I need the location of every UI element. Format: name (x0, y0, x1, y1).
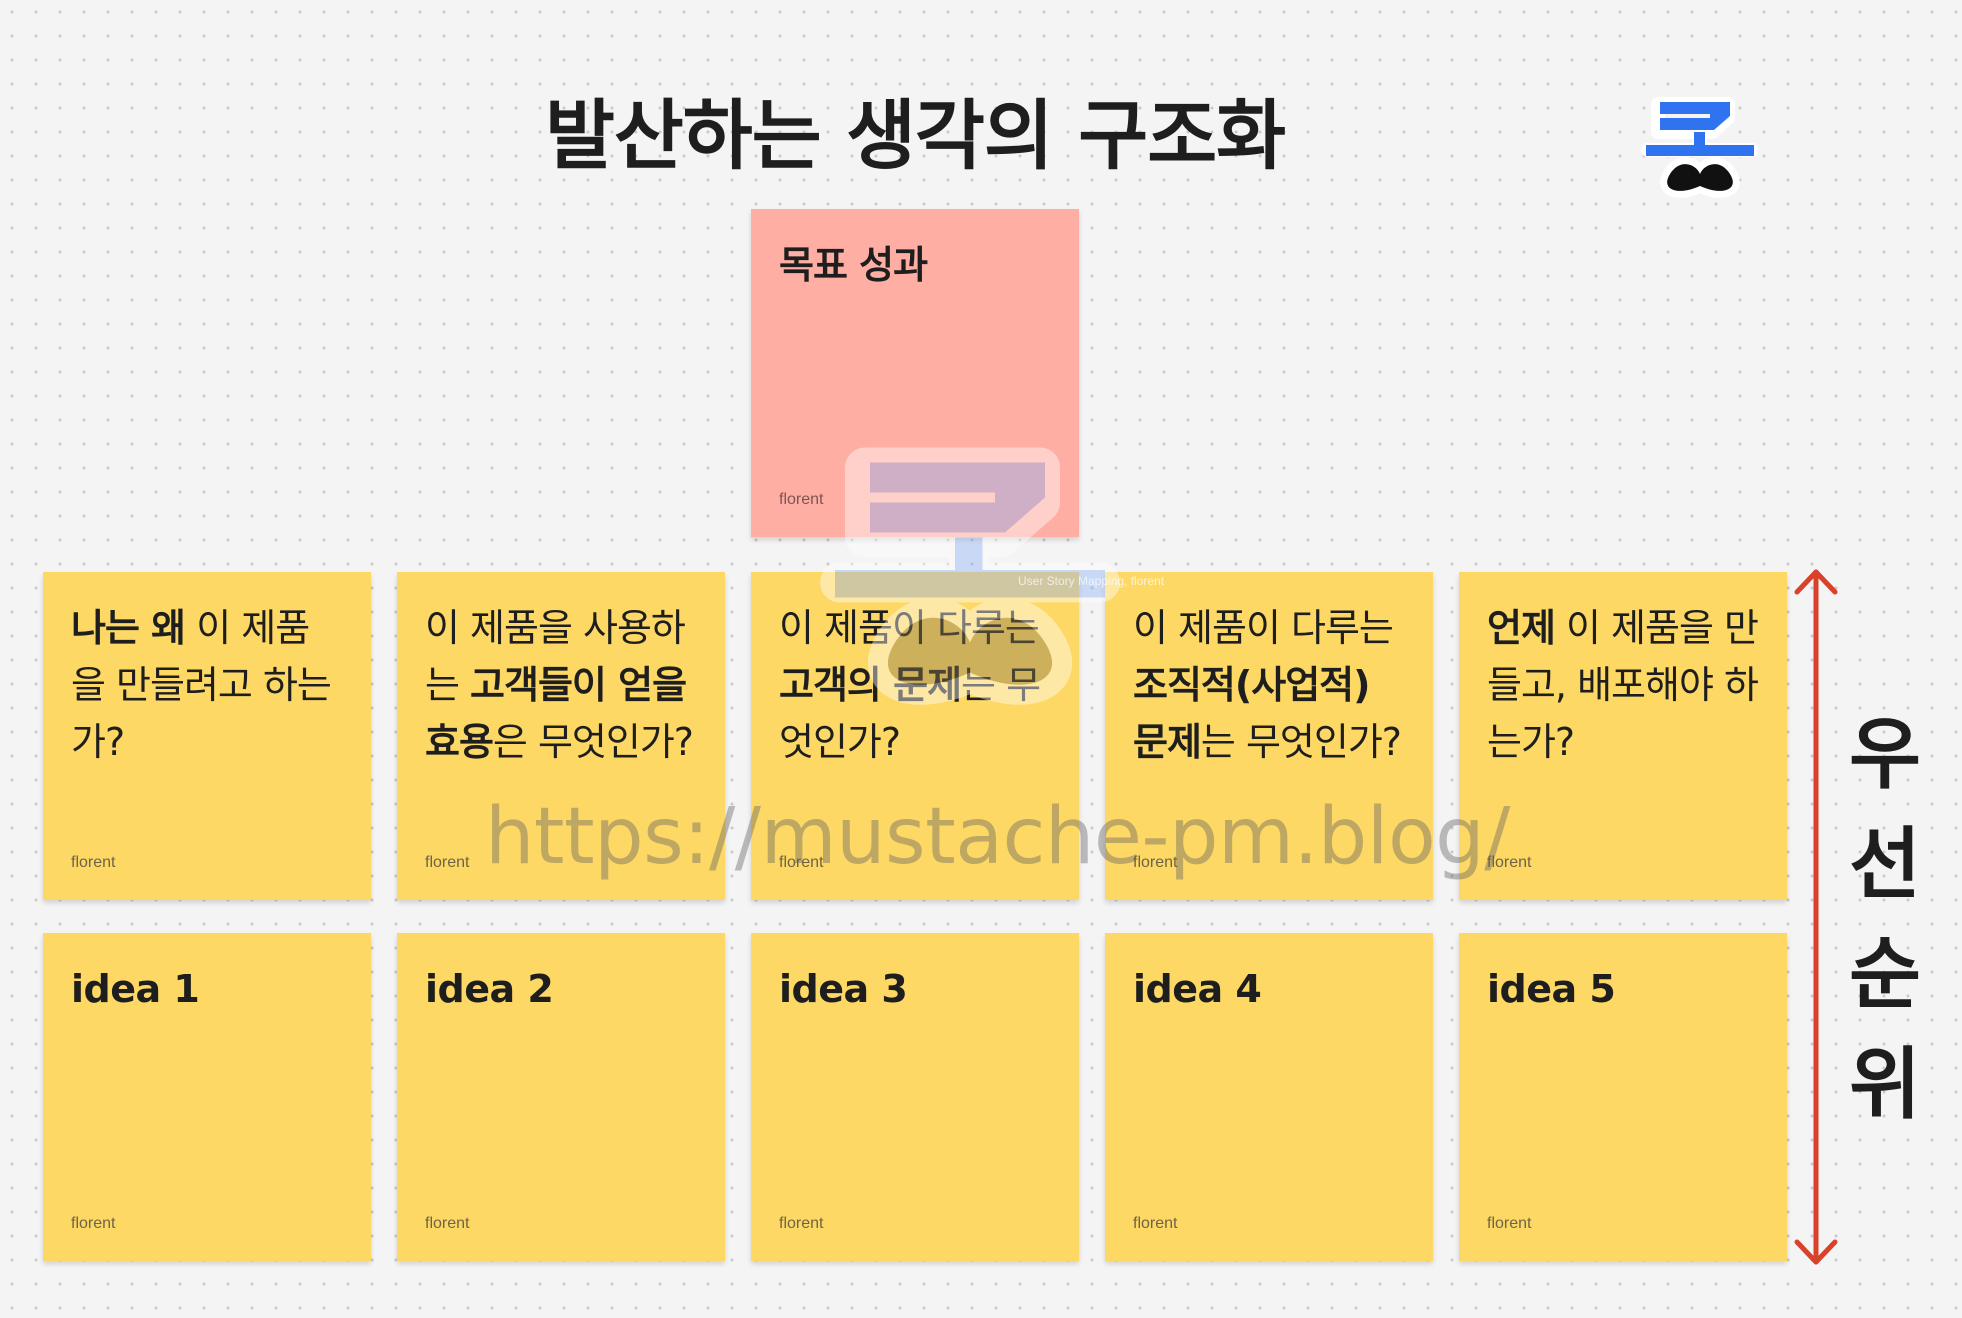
idea-sticky-text: idea 2 (425, 967, 554, 1011)
idea-sticky-text: idea 4 (1133, 967, 1262, 1011)
question-sticky-text: 나는 왜 이 제품을 만들려고 하는가? (71, 606, 332, 764)
priority-label-char: 선 (1849, 820, 1921, 910)
question-sticky-note[interactable]: 이 제품이 다루는 고객의 문제는 무엇인가? florent (751, 572, 1079, 900)
sticky-author: florent (425, 854, 470, 871)
priority-label: 우 선 순 위 (1840, 700, 1930, 1140)
sticky-author: florent (779, 491, 824, 508)
idea-sticky-text: idea 3 (779, 967, 908, 1011)
sticky-author: florent (779, 1215, 824, 1232)
goal-sticky-note[interactable]: 목표 성과 florent (751, 209, 1079, 537)
question-sticky-text: 이 제품이 다루는 조직적(사업적) 문제는 무엇인가? (1133, 606, 1402, 764)
idea-sticky-note[interactable]: idea 4 florent (1105, 933, 1433, 1261)
idea-sticky-note[interactable]: idea 1 florent (43, 933, 371, 1261)
question-sticky-note[interactable]: 나는 왜 이 제품을 만들려고 하는가? florent (43, 572, 371, 900)
sticky-author: florent (71, 1215, 116, 1232)
sticky-author: florent (1487, 854, 1532, 871)
sticky-author: florent (779, 854, 824, 871)
sticky-author: florent (1487, 1215, 1532, 1232)
question-sticky-note[interactable]: 이 제품을 사용하는 고객들이 얻을 효용은 무엇인가? florent (397, 572, 725, 900)
idea-sticky-note[interactable]: idea 2 florent (397, 933, 725, 1261)
question-sticky-note[interactable]: 언제 이 제품을 만들고, 배포해야 하는가? florent (1459, 572, 1787, 900)
idea-sticky-note[interactable]: idea 5 florent (1459, 933, 1787, 1261)
mustache-logo-icon (1641, 97, 1759, 198)
idea-sticky-note[interactable]: idea 3 florent (751, 933, 1079, 1261)
sticky-author: florent (1133, 854, 1178, 871)
priority-label-char: 위 (1849, 1040, 1921, 1130)
board-title: 발산하는 생각의 구조화 (544, 91, 1286, 180)
question-sticky-text: 이 제품이 다루는 고객의 문제는 무엇인가? (779, 606, 1041, 764)
priority-arrow-icon (1794, 569, 1838, 1265)
sticky-author: florent (71, 854, 116, 871)
faint-note: User Story Mapping, florent (1018, 574, 1165, 588)
priority-label-char: 우 (1849, 710, 1921, 800)
idea-sticky-text: idea 5 (1487, 967, 1616, 1011)
question-sticky-text: 언제 이 제품을 만들고, 배포해야 하는가? (1487, 606, 1759, 764)
question-sticky-note[interactable]: 이 제품이 다루는 조직적(사업적) 문제는 무엇인가? florent (1105, 572, 1433, 900)
question-sticky-text: 이 제품을 사용하는 고객들이 얻을 효용은 무엇인가? (425, 606, 694, 764)
watermark-url: https://mustache-pm.blog/ (485, 792, 1510, 882)
sticky-author: florent (425, 1215, 470, 1232)
sticky-author: florent (1133, 1215, 1178, 1232)
idea-sticky-text: idea 1 (71, 967, 200, 1011)
priority-label-char: 순 (1849, 930, 1921, 1020)
watermark-logo-icon (820, 447, 1120, 705)
goal-sticky-text: 목표 성과 (779, 243, 928, 287)
